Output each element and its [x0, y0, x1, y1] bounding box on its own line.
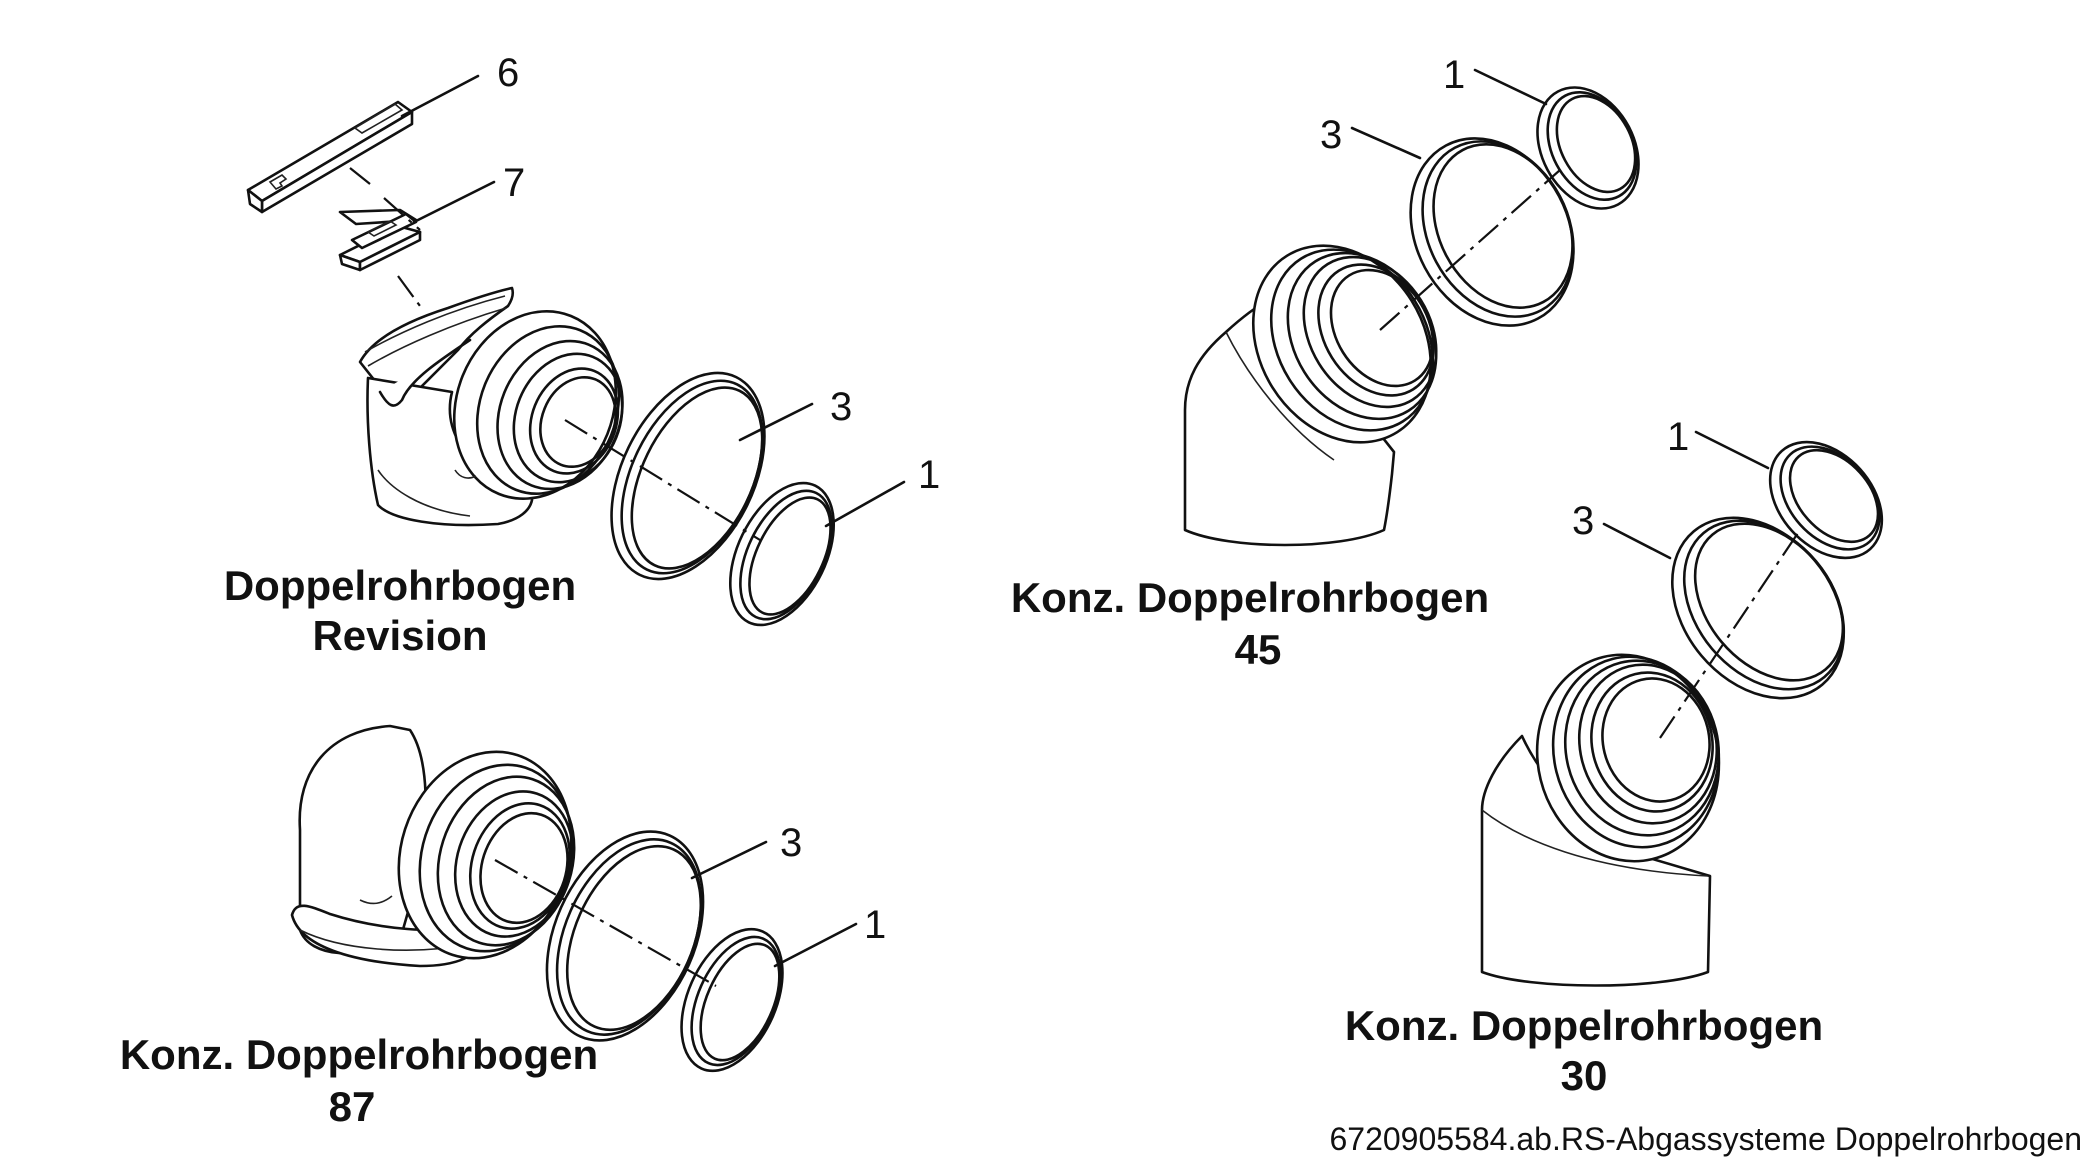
- callout-3: 3: [1320, 113, 1342, 157]
- part-1-inner-gasket: [1536, 86, 1640, 210]
- leader-line: [400, 74, 480, 118]
- assembly-subtitle: 30: [1561, 1052, 1608, 1099]
- leader-line: [690, 840, 768, 880]
- assembly-elbow-87: 3 1 Konz. Doppelrohrbogen 87: [120, 724, 886, 1130]
- callout-7: 7: [503, 161, 525, 205]
- callout-3: 3: [830, 385, 852, 429]
- callout-1: 1: [1443, 53, 1465, 97]
- leader-line: [738, 402, 814, 442]
- part-1-inner-gasket: [728, 481, 836, 627]
- callout-6: 6: [497, 51, 519, 95]
- part-6-cover-plate: [246, 100, 414, 214]
- assembly-title: Konz. Doppelrohrbogen: [1011, 574, 1489, 621]
- assembly-subtitle: 45: [1235, 626, 1282, 673]
- part-elbow-45: [1183, 244, 1438, 547]
- leader-line: [1473, 68, 1548, 106]
- callout-3: 3: [1572, 499, 1594, 543]
- leader-line: [1602, 522, 1672, 560]
- assembly-elbow-45: 1 3 Konz. Doppelrohrbogen 45: [1011, 53, 1640, 673]
- leader-line: [1694, 430, 1770, 470]
- assembly-axis: [564, 419, 761, 541]
- part-3-outer-gasket: [545, 830, 705, 1042]
- leader-line: [412, 180, 496, 224]
- assembly-axis: [494, 859, 717, 987]
- callout-1: 1: [918, 453, 940, 497]
- callout-1: 1: [1667, 415, 1689, 459]
- part-elbow-87: [290, 724, 576, 968]
- assembly-title: Konz. Doppelrohrbogen: [120, 1031, 598, 1078]
- part-revision-elbow: [358, 286, 624, 527]
- assembly-revision: 6 7 3 1 Doppelrohrbogen Revision: [224, 51, 940, 659]
- callout-3: 3: [780, 821, 802, 865]
- part-3-outer-gasket: [1409, 137, 1575, 327]
- assembly-title: Doppelrohrbogen: [224, 562, 576, 609]
- part-3-outer-gasket: [1670, 516, 1846, 700]
- leader-line: [773, 922, 858, 968]
- leader-line: [824, 480, 906, 528]
- assembly-axis: [349, 167, 421, 307]
- assembly-title: Konz. Doppelrohrbogen: [1345, 1002, 1823, 1049]
- part-7-inspection-clip: [338, 208, 422, 272]
- callout-1: 1: [864, 903, 886, 947]
- part-3-outer-gasket: [610, 371, 766, 581]
- drawing-reference: 6720905584.ab.RS-Abgassysteme Doppelrohr…: [1329, 1121, 2082, 1157]
- assembly-subtitle: Revision: [312, 612, 487, 659]
- part-1-inner-gasket: [1768, 440, 1884, 560]
- part-elbow-30: [1480, 653, 1721, 987]
- assembly-axis: [1379, 169, 1561, 331]
- leader-line: [1350, 126, 1422, 160]
- assembly-subtitle: 87: [329, 1083, 376, 1130]
- assembly-elbow-30: 1 3 Konz. Doppelrohrbogen 30: [1345, 415, 1884, 1099]
- part-1-inner-gasket: [680, 927, 784, 1073]
